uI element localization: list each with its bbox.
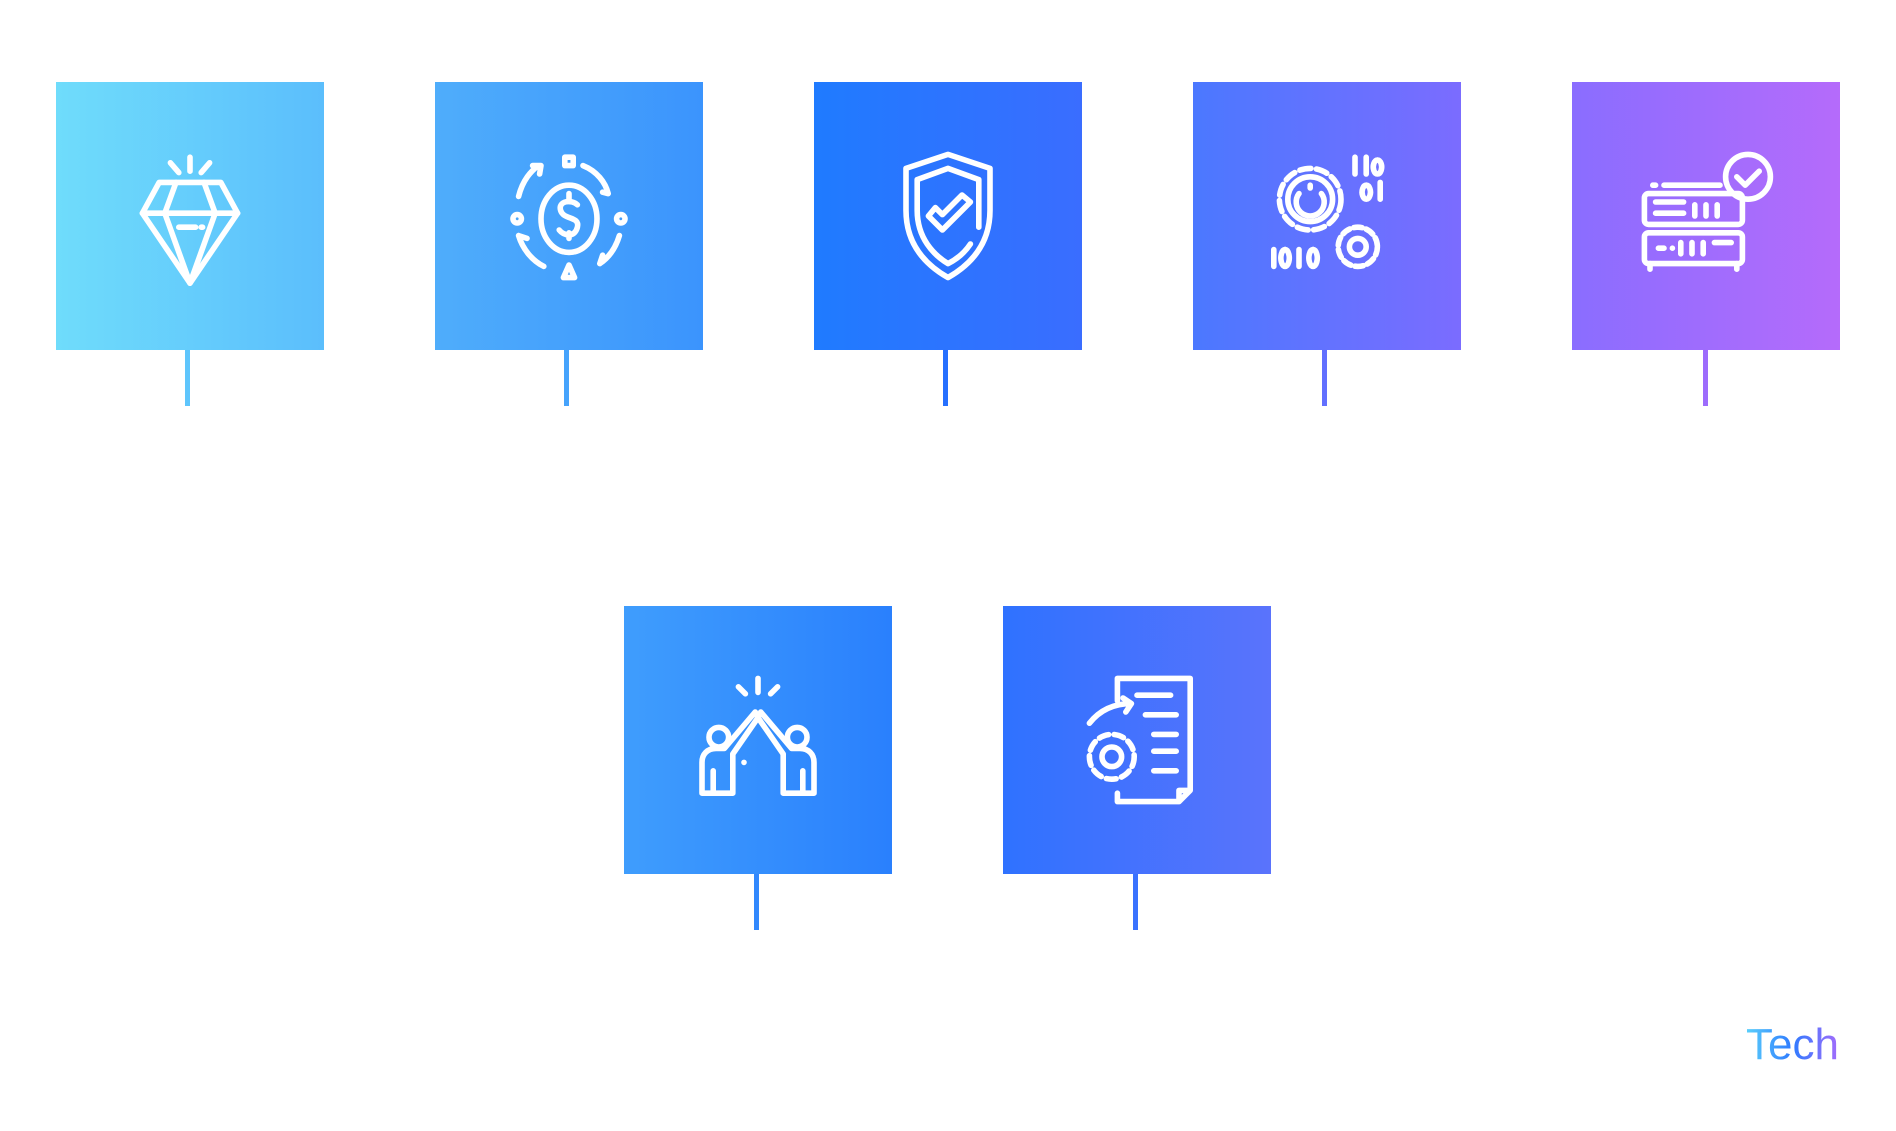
dollar-cycle-icon (510, 154, 628, 281)
document-gear-icon (1086, 675, 1193, 805)
connector-line (754, 874, 759, 930)
connector-line (564, 350, 569, 406)
connector-line (1133, 874, 1138, 930)
server-check-icon (1641, 151, 1774, 272)
tile-shield-check[interactable] (814, 82, 1082, 350)
tile-high-five[interactable] (624, 606, 892, 874)
tile-server-check[interactable] (1572, 82, 1840, 350)
connector-line (1322, 350, 1327, 406)
tile-diamond[interactable] (56, 82, 324, 350)
shield-check-icon (903, 151, 993, 281)
tile-gears-binary[interactable] (1193, 82, 1461, 350)
connector-line (943, 350, 948, 406)
connector-line (185, 350, 190, 406)
tile-dollar-cycle[interactable] (435, 82, 703, 350)
diamond-icon (139, 154, 241, 286)
brand-logo-text: Tech (1746, 1020, 1839, 1069)
high-five-icon (699, 675, 817, 796)
tile-document-gear[interactable] (1003, 606, 1271, 874)
gears-binary-icon (1271, 154, 1385, 270)
connector-line (1703, 350, 1708, 406)
